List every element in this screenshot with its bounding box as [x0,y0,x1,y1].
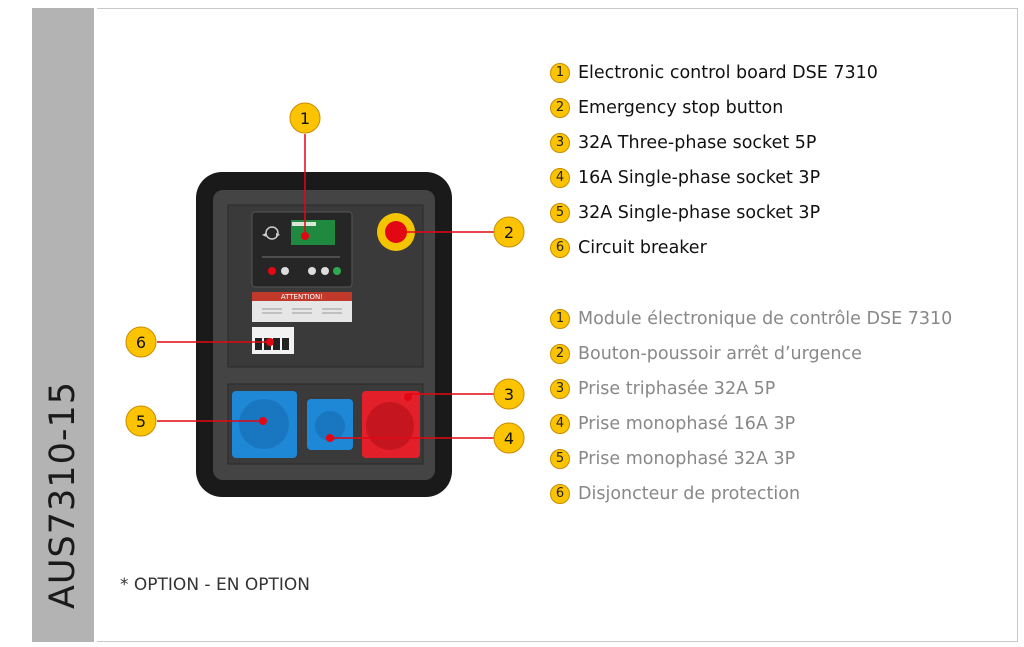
callout-3: 3 [493,378,525,410]
legend-label: Circuit breaker [578,238,707,258]
legend-label: 32A Single-phase socket 3P [578,203,821,223]
badge: 3 [550,379,570,399]
legend-label: 16A Single-phase socket 3P [578,168,821,188]
badge: 1 [550,63,570,83]
badge: 2 [550,98,570,118]
legend-item: 2 Emergency stop button [550,95,783,121]
legend-label: Prise triphasée 32A 5P [578,379,776,399]
callout-1: 1 [289,102,321,134]
legend-label: Disjoncteur de protection [578,484,801,504]
badge: 1 [550,309,570,329]
legend-label: 32A Three-phase socket 5P [578,133,817,153]
svg-text:4: 4 [504,429,514,448]
badge: 4 [550,414,570,434]
svg-text:1: 1 [300,109,310,128]
callout-2: 2 [493,216,525,248]
svg-text:▸: ▸ [276,230,280,239]
legend-item: 6 Disjoncteur de protection [550,481,800,507]
badge: 6 [550,238,570,258]
callout-5: 5 [125,405,157,437]
legend-item: 6 Circuit breaker [550,235,707,261]
svg-text:◂: ◂ [262,230,266,239]
legend-item: 1 Module électronique de contrôle DSE 73… [550,306,952,332]
legend-item: 5 32A Single-phase socket 3P [550,200,820,226]
badge: 5 [550,449,570,469]
legend-item: 5 Prise monophasé 32A 3P [550,446,795,472]
legend-item: 3 Prise triphasée 32A 5P [550,376,775,402]
option-note: * OPTION - EN OPTION [120,575,310,595]
badge: 3 [550,133,570,153]
legend-item: 2 Bouton-poussoir arrêt d’urgence [550,341,862,367]
side-bar [32,8,94,642]
legend-item: 3 32A Three-phase socket 5P [550,130,816,156]
svg-text:5: 5 [136,412,146,431]
legend-label: Prise monophasé 16A 3P [578,414,796,434]
badge: 4 [550,168,570,188]
legend-item: 4 16A Single-phase socket 3P [550,165,820,191]
svg-text:3: 3 [504,385,514,404]
legend-label: Module électronique de contrôle DSE 7310 [578,309,953,329]
legend-label: Prise monophasé 32A 3P [578,449,796,469]
legend-label: Bouton-poussoir arrêt d’urgence [578,344,862,364]
callout-4: 4 [493,422,525,454]
callout-6: 6 [125,326,157,358]
content-frame [97,8,1018,642]
badge: 2 [550,344,570,364]
svg-text:6: 6 [136,333,146,352]
legend-label: Emergency stop button [578,98,784,118]
legend-item: 1 Electronic control board DSE 7310 [550,60,878,86]
svg-text:2: 2 [504,223,514,242]
badge: 5 [550,203,570,223]
badge: 6 [550,484,570,504]
legend-label: Electronic control board DSE 7310 [578,63,878,83]
legend-item: 4 Prise monophasé 16A 3P [550,411,795,437]
warning-label-text: ATTENTION! [281,293,323,301]
